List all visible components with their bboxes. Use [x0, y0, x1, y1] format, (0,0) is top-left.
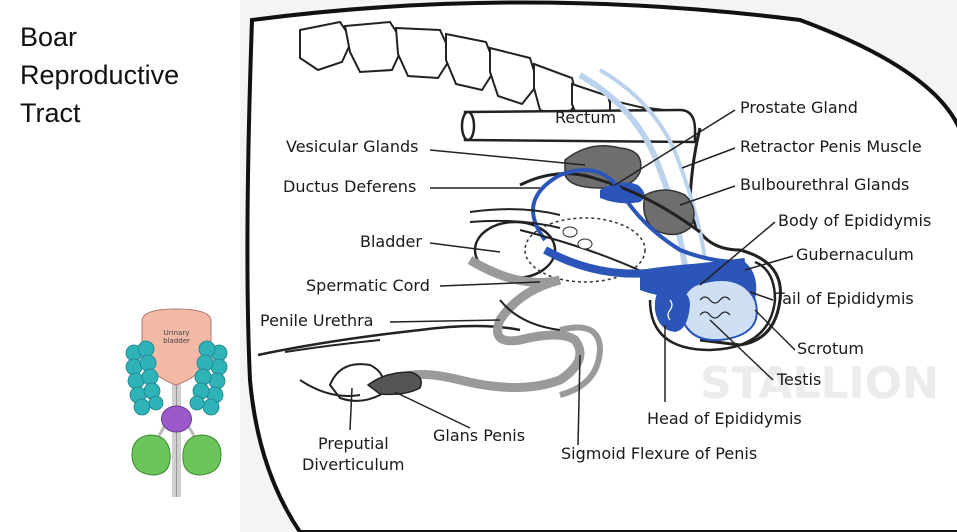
label-testis: Testis	[776, 370, 821, 389]
label-glans-penis: Glans Penis	[433, 426, 525, 445]
label-ductus-deferens: Ductus Deferens	[283, 177, 416, 196]
label-retractor-penis-muscle: Retractor Penis Muscle	[740, 137, 922, 156]
inset-bladder-label-1: Urinary	[164, 329, 190, 337]
label-sigmoid-flexure-of-penis: Sigmoid Flexure of Penis	[561, 444, 757, 463]
inset-bulbourethral-left	[131, 434, 171, 476]
label-body-of-epididymis: Body of Epididymis	[778, 211, 931, 230]
boar-reproductive-tract-diagram: STALLION	[240, 0, 957, 532]
title-line-2: Reproductive	[20, 60, 180, 90]
sigmoid-flexure	[559, 324, 604, 398]
label-preputial-diverticulum-line-1: Preputial	[318, 434, 389, 453]
svg-text:STALLION: STALLION	[700, 358, 939, 409]
label-scrotum: Scrotum	[797, 339, 864, 358]
inset-vesicular-gland-left	[125, 340, 164, 416]
scrotum	[648, 260, 777, 352]
title-line-3: Tract	[20, 98, 81, 128]
label-bladder: Bladder	[360, 232, 422, 251]
label-preputial-diverticulum-line-2: Diverticulum	[302, 455, 404, 474]
label-gubernaculum: Gubernaculum	[796, 245, 914, 264]
vesicular-glands	[564, 145, 642, 189]
ductus-deferens	[531, 168, 741, 264]
label-penile-urethra: Penile Urethra	[260, 311, 373, 330]
penile-urethra	[398, 256, 585, 392]
inset-bladder-label-2: bladder	[163, 337, 190, 345]
inset-vesicular-gland-right	[189, 340, 228, 416]
label-vesicular-glands: Vesicular Glands	[286, 137, 418, 156]
page-title: Boar Reproductive Tract	[20, 18, 179, 132]
label-bulbourethral-glands: Bulbourethral Glands	[740, 175, 909, 194]
inset-schematic: Urinary bladder	[120, 303, 233, 497]
testis	[680, 279, 758, 342]
label-tail-of-epididymis: Tail of Epididymis	[774, 289, 914, 308]
title-line-1: Boar	[20, 22, 78, 52]
label-rectum: Rectum	[555, 108, 616, 127]
leader-lines	[349, 109, 796, 446]
inset-prostate	[161, 405, 192, 433]
label-head-of-epididymis: Head of Epididymis	[647, 409, 802, 428]
label-spermatic-cord: Spermatic Cord	[306, 276, 430, 295]
inset-bulbourethral-right	[182, 434, 222, 476]
head-of-epididymis	[654, 289, 690, 332]
rectum	[460, 108, 697, 144]
label-prostate-gland: Prostate Gland	[740, 98, 858, 117]
